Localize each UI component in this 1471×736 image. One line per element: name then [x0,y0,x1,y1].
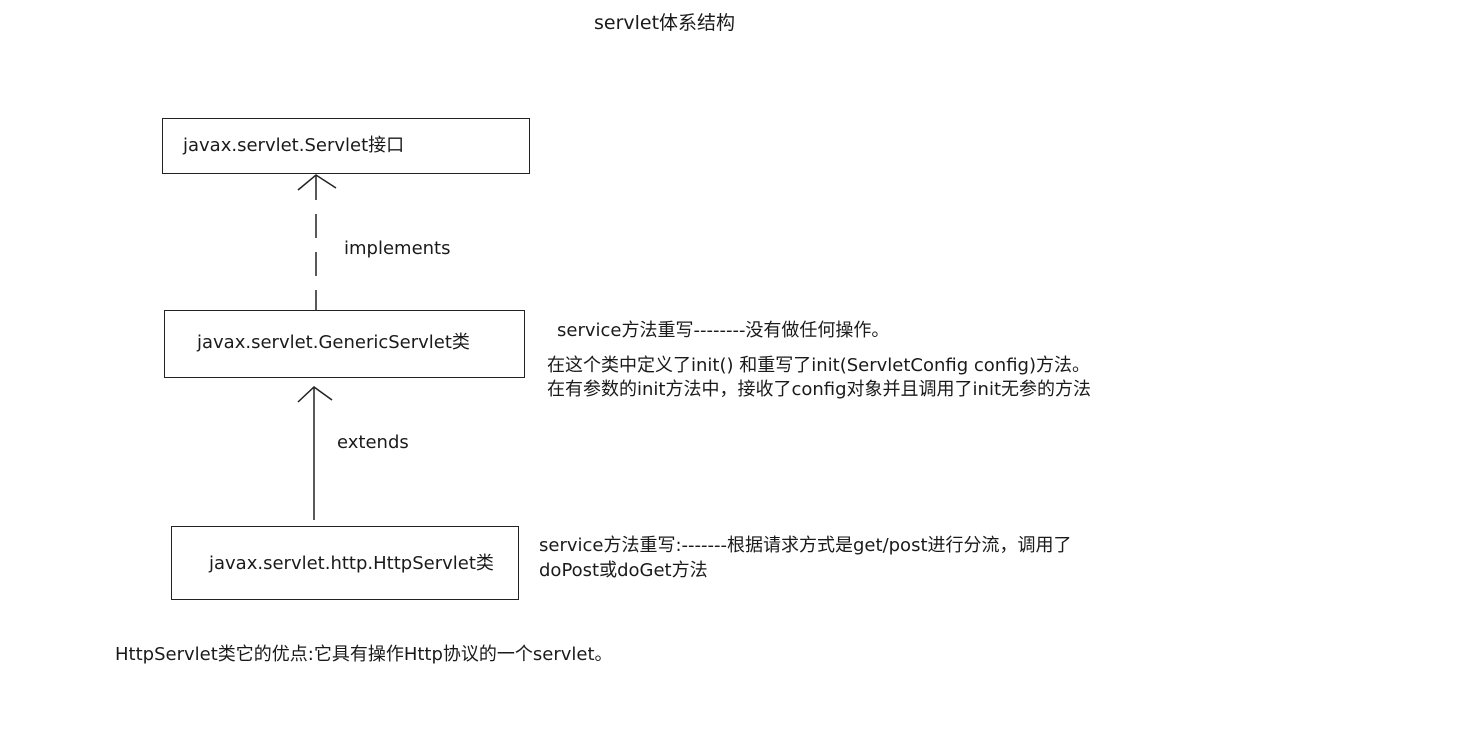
implements-arrow [297,174,337,314]
generic-servlet-box: javax.servlet.GenericServlet类 [164,310,525,378]
generic-note-line: 在这个类中定义了init() 和重写了init(ServletConfig co… [547,355,1090,376]
http-servlet-label: javax.servlet.http.HttpServlet类 [209,553,494,574]
http-note-line: service方法重写:-------根据请求方式是get/post进行分流，调… [539,535,1072,556]
extends-label: extends [337,432,409,453]
http-servlet-box: javax.servlet.http.HttpServlet类 [171,526,519,600]
footer-note: HttpServlet类它的优点:它具有操作Http协议的一个servlet。 [115,644,613,665]
generic-note-line: service方法重写--------没有做任何操作。 [557,320,890,341]
http-note-line: doPost或doGet方法 [539,560,708,581]
generic-servlet-label: javax.servlet.GenericServlet类 [197,332,470,353]
servlet-interface-label: javax.servlet.Servlet接口 [183,135,405,156]
servlet-interface-box: javax.servlet.Servlet接口 [162,118,530,174]
extends-arrow [297,386,333,520]
generic-note-line: 在有参数的init方法中，接收了config对象并且调用了init无参的方法 [547,379,1092,400]
implements-label: implements [344,238,451,259]
diagram-title: servlet体系结构 [594,12,736,34]
